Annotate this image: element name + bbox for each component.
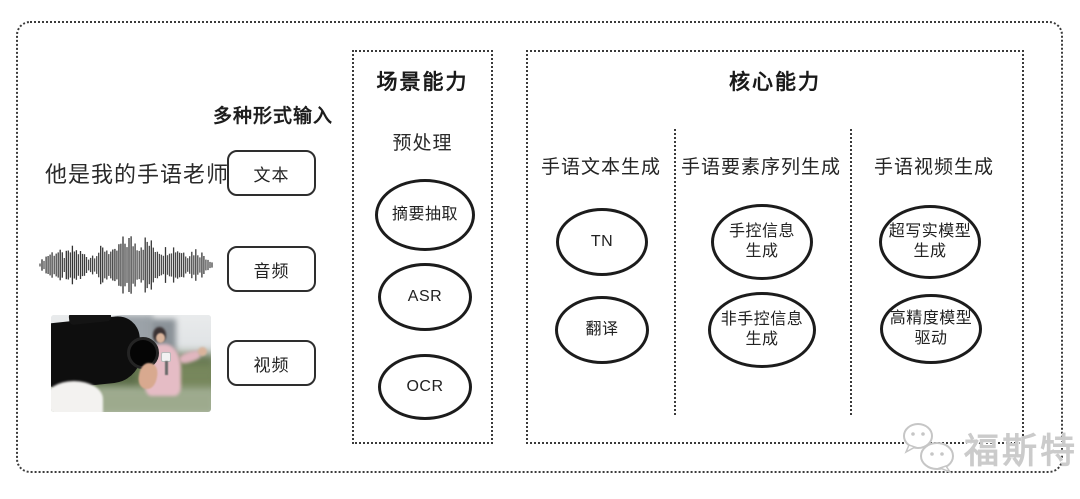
photo-reporter-face — [155, 333, 165, 344]
input-type-video-label: 视频 — [253, 355, 290, 375]
node-tn: TN — [556, 208, 648, 276]
node-manual-info-generation: 手控信息 生成 — [711, 204, 813, 280]
core-capability-box: 核心能力 手语文本生成 手语要素序列生成 手语视频生成 TN 翻译 手控信息 生… — [526, 50, 1024, 444]
column-header-sl-video-generation: 手语视频生成 — [873, 157, 995, 178]
column-divider — [850, 129, 852, 415]
watermark-text: 福斯特 — [964, 431, 1079, 471]
watermark: 福斯特 — [898, 420, 1078, 476]
photo-microphone-stem — [164, 360, 168, 375]
scene-capability-title: 场景能力 — [376, 71, 469, 94]
input-type-audio-label: 音频 — [253, 261, 290, 281]
input-section-title: 多种形式输入 — [213, 106, 334, 127]
wechat-bubbles-icon — [903, 423, 954, 474]
node-non-manual-info-generation: 非手控信息 生成 — [708, 292, 816, 368]
audio-waveform-image — [39, 236, 213, 294]
core-capability-title: 核心能力 — [729, 71, 821, 94]
column-header-sl-text-generation: 手语文本生成 — [540, 157, 662, 178]
input-type-video-box: 视频 — [227, 340, 316, 386]
photo-reporter-hand — [198, 347, 208, 356]
photo-cameraman-shoulder — [51, 381, 103, 412]
input-type-audio-box: 音频 — [227, 246, 316, 292]
node-asr: ASR — [378, 263, 472, 331]
node-ocr: OCR — [378, 354, 472, 420]
column-divider — [674, 129, 676, 415]
node-high-precision-model-driving: 高精度模型 驱动 — [880, 294, 982, 364]
video-input-photo — [51, 315, 211, 412]
outer-dotted-border — [16, 21, 1063, 473]
column-header-sl-element-sequence-generation: 手语要素序列生成 — [680, 157, 842, 178]
text-input-example: 他是我的手语老师 — [45, 162, 230, 187]
scene-capability-box: 场景能力 预处理 摘要抽取 ASR OCR — [352, 50, 493, 444]
input-type-text-box: 文本 — [227, 150, 316, 196]
node-hyperrealistic-model-generation: 超写实模型 生成 — [879, 205, 981, 279]
input-type-text-label: 文本 — [253, 165, 290, 185]
node-abstract-extraction: 摘要抽取 — [375, 179, 475, 251]
preprocessing-label: 预处理 — [392, 133, 453, 154]
node-translation: 翻译 — [555, 296, 649, 364]
